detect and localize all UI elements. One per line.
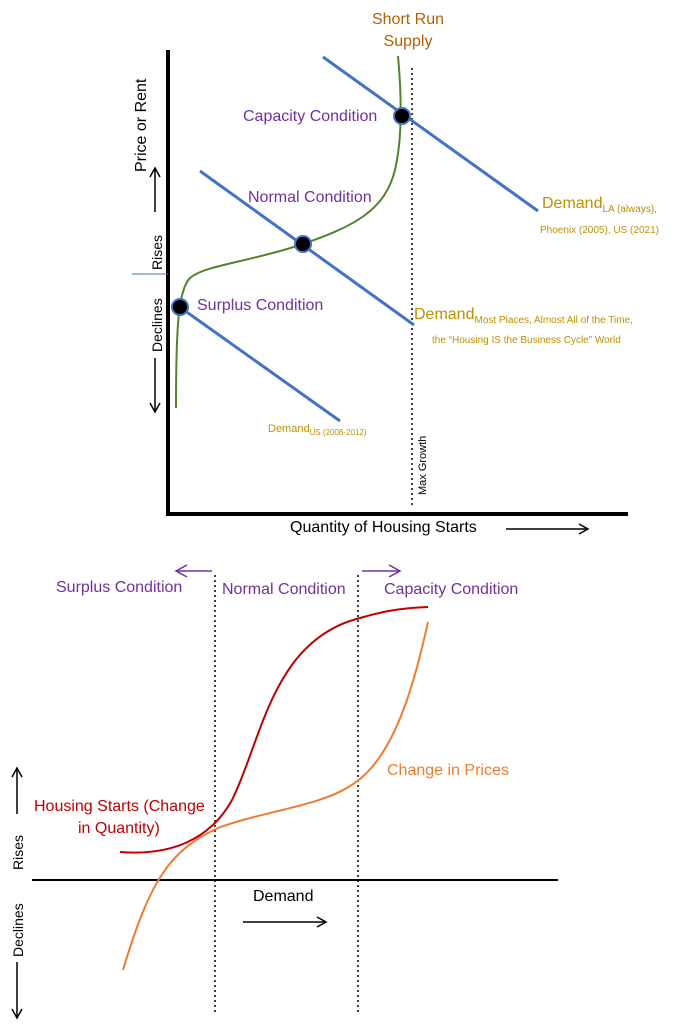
bottom-diagram: Surplus Condition Normal Condition Capac… bbox=[10, 564, 558, 1020]
max-growth-label: Max Growth bbox=[417, 436, 429, 495]
demand-line-us bbox=[173, 301, 341, 423]
demand-la-line2: Phoenix (2005), US (2021) bbox=[540, 225, 659, 236]
supply-label-line2: Supply bbox=[384, 33, 433, 50]
bottom-normal-condition: Normal Condition bbox=[222, 581, 346, 598]
surplus-condition-label: Surplus Condition bbox=[197, 297, 323, 314]
rises-label: Rises bbox=[149, 235, 165, 270]
change-in-prices-curve bbox=[122, 621, 429, 971]
housing-starts-label-line1: Housing Starts (Change bbox=[34, 798, 205, 815]
surplus-point bbox=[171, 298, 189, 316]
y-axis-label: Price or Rent bbox=[133, 78, 150, 172]
capacity-condition-label: Capacity Condition bbox=[243, 108, 377, 125]
capacity-point bbox=[393, 107, 411, 125]
bottom-demand-label: Demand bbox=[253, 888, 313, 905]
demand-la-label: DemandLA (always), bbox=[542, 195, 657, 215]
bottom-declines-label: Declines bbox=[10, 903, 26, 957]
demand-most-line2: the “Housing IS the Business Cycle” Worl… bbox=[432, 335, 621, 346]
normal-point bbox=[294, 235, 312, 253]
supply-label-line1: Short Run bbox=[372, 11, 444, 28]
housing-starts-label-line2: in Quantity) bbox=[78, 820, 160, 837]
bottom-surplus-condition: Surplus Condition bbox=[56, 579, 182, 596]
bottom-capacity-condition: Capacity Condition bbox=[384, 581, 518, 598]
demand-us-label: DemandUS (2008-2012) bbox=[268, 423, 367, 437]
normal-condition-label: Normal Condition bbox=[248, 189, 372, 206]
bottom-rises-label: Rises bbox=[10, 835, 26, 870]
housing-starts-curve bbox=[119, 606, 429, 854]
demand-most-label: DemandMost Places, Almost All of the Tim… bbox=[414, 306, 633, 326]
demand-line-la bbox=[322, 55, 539, 213]
declines-label: Declines bbox=[149, 298, 165, 352]
top-diagram: Max Growth Short Run Supply Capacity Con… bbox=[132, 11, 659, 536]
x-axis-label: Quantity of Housing Starts bbox=[290, 519, 477, 536]
change-in-prices-label: Change in Prices bbox=[387, 762, 509, 779]
